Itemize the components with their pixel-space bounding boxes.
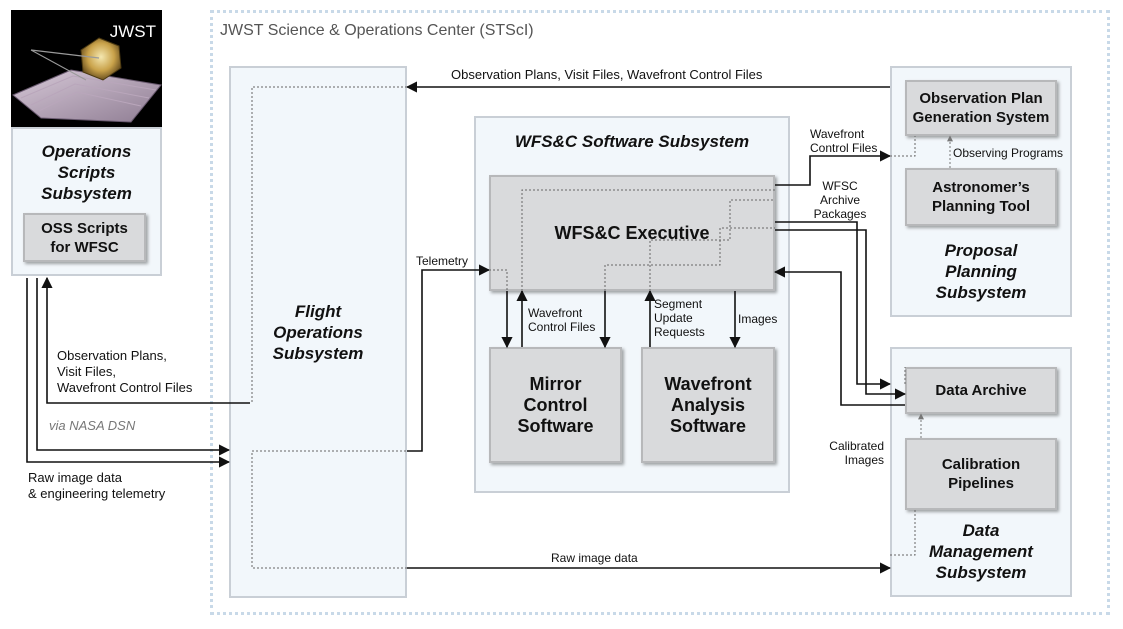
wavefront-analysis-box[interactable]: Wavefront Analysis Software	[641, 347, 775, 463]
label-obs-top: Observation Plans, Visit Files, Wavefron…	[451, 67, 763, 82]
label-telemetry: Telemetry	[416, 254, 469, 268]
oss-scripts-box[interactable]: OSS Scripts for WFSC	[23, 213, 146, 262]
dotted-exec-3	[604, 227, 775, 291]
oss-title: Operations Scripts Subsystem	[41, 142, 132, 203]
mirror-control-box[interactable]: Mirror Control Software	[489, 347, 622, 463]
wfsc-title: WFS&C Software Subsystem	[514, 132, 750, 151]
wfsc-executive-box[interactable]: WFS&C Executive	[489, 175, 775, 291]
arrow-wf-files	[775, 150, 892, 186]
fos-panel[interactable]	[229, 66, 407, 598]
data-archive-box[interactable]: Data Archive	[905, 367, 1057, 414]
label-calibrated: Calibrated Images	[829, 439, 884, 467]
label-raw-eng: Raw image data & engineering telemetry	[28, 470, 166, 501]
dotted-dms-1	[890, 510, 916, 556]
arrow-obs-left	[41, 276, 250, 404]
telescope-icon	[12, 37, 162, 123]
label-wf-files: Wavefront Control Files	[810, 127, 878, 155]
label-observing-programs: Observing Programs	[953, 146, 1064, 160]
dotted-exec-2	[521, 189, 775, 291]
label-raw-bottom: Raw image data	[551, 551, 638, 565]
arrow-raw-eng	[26, 278, 231, 468]
pps-title: Proposal Planning Subsystem	[935, 241, 1027, 302]
label-wf-control-files: Wavefront Control Files	[528, 306, 596, 334]
fos-title: Flight Operations Subsystem	[272, 302, 364, 363]
arrow-archive-2	[775, 229, 907, 400]
arrow-archive-1	[775, 221, 892, 390]
opgs-box[interactable]: Observation Plan Generation System	[905, 80, 1057, 136]
label-segment-update: Segment Update Requests	[654, 297, 705, 339]
dms-title: Data Management Subsystem	[929, 521, 1033, 582]
arrow-calibrated	[773, 266, 905, 406]
label-via-dsn: via NASA DSN	[49, 418, 136, 433]
calibration-box[interactable]: Calibration Pipelines	[905, 438, 1057, 510]
stsci-frame	[210, 10, 1110, 615]
label-archive-packages: WFSC Archive Packages	[813, 179, 867, 221]
dotted-exec-4	[649, 199, 775, 291]
label-images: Images	[738, 312, 778, 326]
arrow-dsn	[36, 278, 231, 456]
jwst-image: JWST	[11, 10, 162, 127]
arrow-telemetry	[407, 264, 491, 452]
dotted-exec-1	[489, 269, 508, 291]
stsci-title: JWST Science & Operations Center (STScI)	[220, 22, 534, 39]
jwst-badge: JWST	[109, 22, 156, 41]
apt-box[interactable]: Astronomer’s Planning Tool	[905, 168, 1057, 226]
dotted-pps-1	[890, 136, 916, 157]
dotted-fos-top	[251, 86, 407, 403]
dotted-fos-bottom	[251, 450, 407, 569]
label-obs-left: Observation Plans, Visit Files, Wavefron…	[57, 348, 193, 395]
